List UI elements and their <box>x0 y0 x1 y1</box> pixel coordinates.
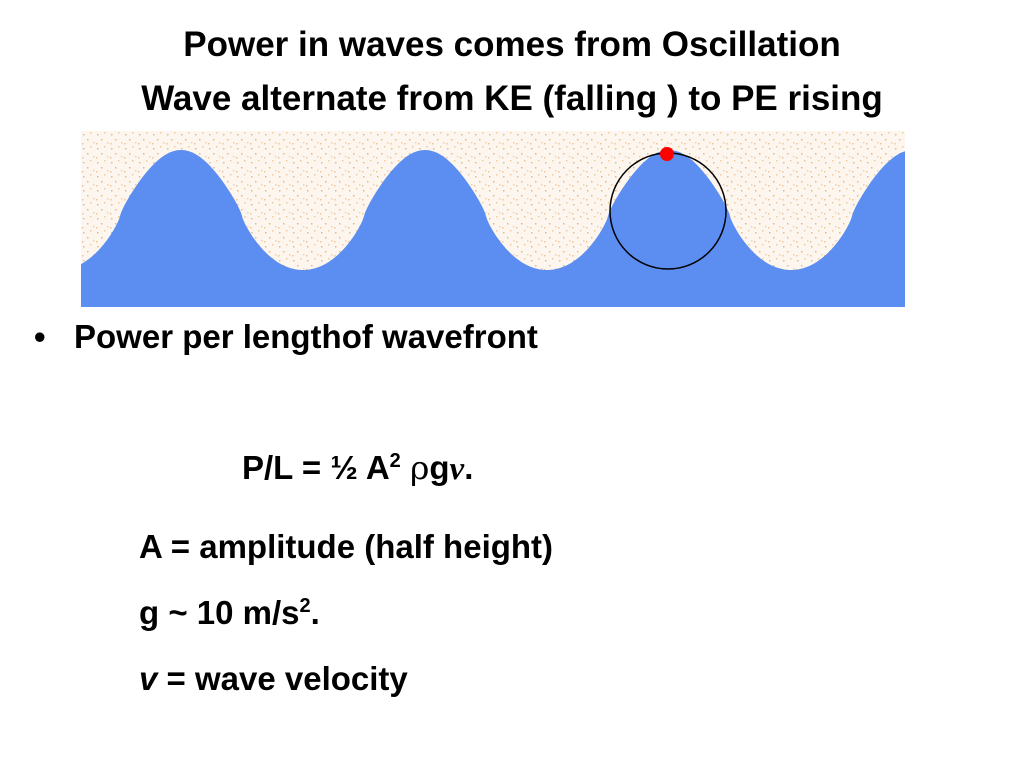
definition-gravity: g ~ 10 m/s2. <box>139 580 553 646</box>
slide-title: Power in waves comes from Oscillation Wa… <box>0 18 1024 126</box>
definition-velocity: v = wave velocity <box>139 646 553 712</box>
definition-amplitude: A = amplitude (half height) <box>139 528 554 565</box>
gravity-text: g ~ 10 m/s <box>139 594 300 631</box>
formula-end: . <box>464 449 474 486</box>
gravity-end: . <box>310 594 320 631</box>
bullet-item: • Power per lengthof wavefront <box>34 318 538 356</box>
formula-exponent: 2 <box>389 450 401 472</box>
formula-g: g <box>429 449 450 486</box>
definitions-list: A = amplitude (half height) g ~ 10 m/s2.… <box>139 514 553 712</box>
bullet-dot-icon: • <box>34 318 46 355</box>
title-line-1: Power in waves comes from Oscillation <box>183 25 841 64</box>
water-wave <box>81 150 905 307</box>
water-particle <box>660 147 674 161</box>
wave-animation-figure <box>81 131 905 307</box>
title-line-2: Wave alternate from KE (falling ) to PE … <box>141 79 883 118</box>
velocity-variable: v <box>139 660 158 697</box>
power-formula: P/L = ½ A2 ρgv. <box>242 448 473 488</box>
formula-lhs: P/L = ½ A <box>242 449 390 486</box>
formula-rho: ρ <box>409 448 430 487</box>
velocity-text: = wave velocity <box>157 660 408 697</box>
formula-v: v <box>449 451 465 487</box>
bullet-text: Power per lengthof wavefront <box>74 318 538 355</box>
gravity-exponent: 2 <box>299 595 311 617</box>
